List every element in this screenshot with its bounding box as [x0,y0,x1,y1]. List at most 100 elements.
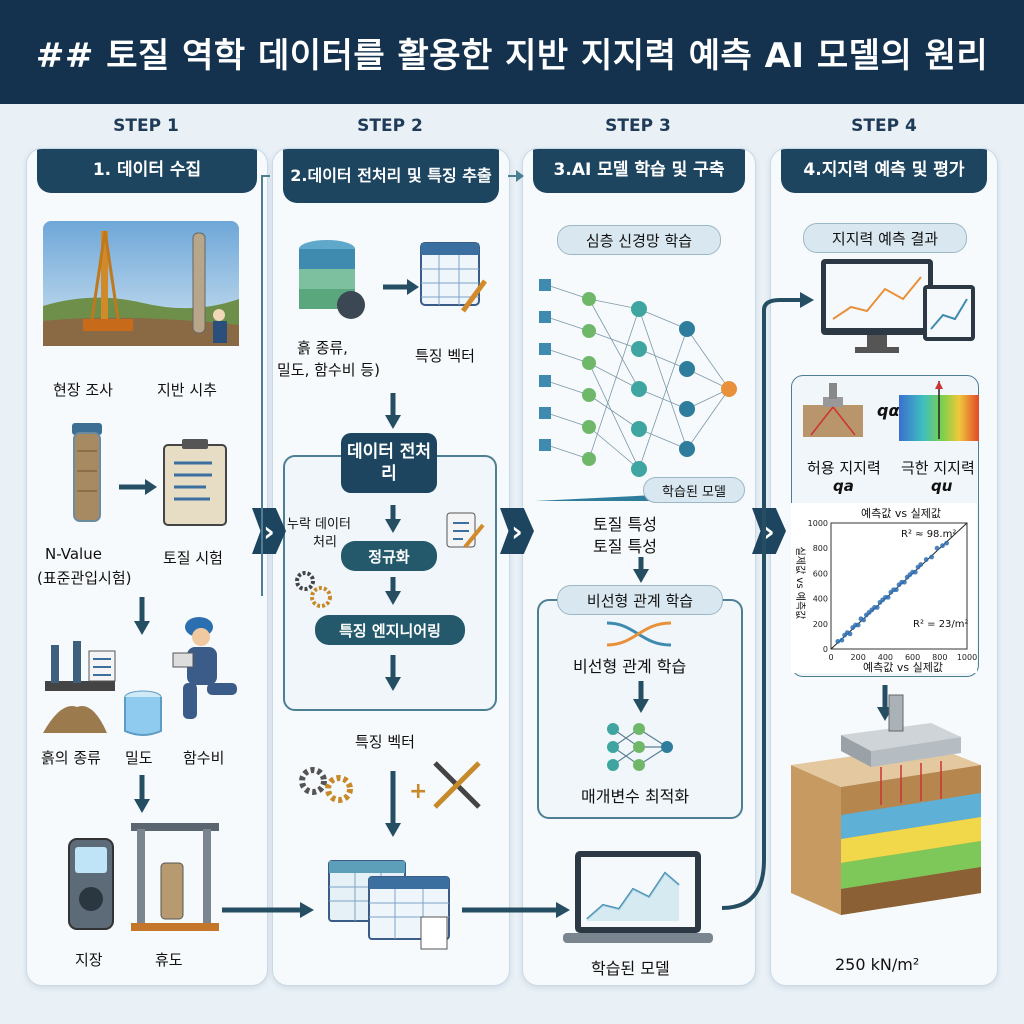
scatter-ylabel: 실제값 vs 예측값 [794,547,806,620]
trained-model-badge: 학습된 모델 [643,477,745,503]
small-network-icon [607,723,673,771]
water-container-icon [124,690,162,736]
scatter-point [847,631,853,637]
down-arrow-7 [385,771,401,837]
y-tick-label-1: 200 [813,620,828,629]
db-to-feature-arrow [383,279,419,295]
crossing-curves-icon [606,621,672,647]
neural-network-diagram [535,279,737,501]
step-4-label: STEP 4 [851,116,917,136]
qa-label: qa [833,477,854,495]
ultimate-bearing-label: 극한 지지력 [901,459,975,477]
scatter-point [929,554,935,560]
scatter-point [874,605,880,610]
heudo-label: 휴도 [155,951,183,969]
parameter-optimization-label: 매개변수 최적화 [581,787,690,806]
jijang-label: 지장 [75,951,103,969]
soil-characteristic-1: 토질 특성 [593,515,657,534]
column-model-training: 3.AI 모델 학습 및 구축 심층 신경망 학습 학습된 모델 토질 특성 토… [522,148,756,986]
scatter-point [902,579,907,585]
y-tick-label-4: 800 [813,544,828,553]
soil-sample-tube-icon [72,423,102,522]
soil-pile-icon [43,706,107,733]
scatter-point [839,637,845,643]
column-4-header: 4.지지력 예측 및 평가 [781,149,987,193]
field-survey-photo-icon [43,221,239,346]
scatter-point [934,545,940,551]
q-alpha-label: qα [877,401,900,420]
qu-label: qu [931,477,953,495]
feature-vector-bottom-label: 특징 벡터 [355,733,415,751]
lab-equipment-icon [45,641,116,691]
monitor-chart-icon [821,259,975,353]
preprocess-box [283,455,497,711]
nvalue-sub-label: (표준관입시험) [37,569,132,587]
step-2-label: STEP 2 [357,116,423,136]
down-arrow-3 [385,393,401,429]
feature-engineering-step: 특징 엔지니어링 [315,615,465,645]
digital-meter-icon [68,838,114,930]
final-bearing-value: 250 kN/m² [835,955,920,974]
x-tick-label-0: 0 [828,653,833,662]
column-data-collection: 1. 데이터 수집 현장 조사 지반 시추 N-Value (표준관입시험) 토… [26,148,268,986]
scatter-xlabel: 예측값 vs 실제값 [863,661,943,674]
loading-frame-icon [131,823,219,931]
r2-top-label: R² ≈ 98.m² [901,529,956,540]
x-tick-label-5: 1000 [957,653,977,662]
tube-to-test-arrow [119,479,157,495]
allowable-bearing-label: 허용 지지력 [807,459,881,477]
page-title: ## 토질 역학 데이터를 활용한 지반 지지력 예측 AI 모델의 원리 [35,35,989,76]
prediction-result-badge: 지지력 예측 결과 [803,223,967,253]
dnn-training-badge: 심층 신경망 학습 [557,225,721,255]
feature-tables-icon [328,860,450,950]
scatter-point [944,540,949,546]
scatter-plot-frame [830,522,968,650]
density-label: 밀도 [125,749,153,767]
clipboard-icon [163,439,227,526]
soil-type-label: 흙의 종류 [41,749,101,767]
x-tick-label-2: 400 [878,653,893,662]
nonlinear-header: 비선형 관계 학습 [557,585,723,615]
scatter-point [885,594,891,600]
laptop-chart-icon [563,851,713,943]
scatter-chart: 예측값 vs 실제값 예측값 vs 실제값 실제값 vs 예측값 R² ≈ 98… [791,503,977,674]
scatter-point [855,622,861,628]
r2-bottom-label: R² = 23/m² [913,619,969,630]
down-arrow-4 [385,505,401,533]
scatter-point [835,639,841,644]
worker-icon [172,617,237,719]
nonlinear-label: 비선형 관계 학습 [573,657,687,676]
gears-icon [299,767,353,803]
nvalue-label: N-Value [45,545,102,563]
down-arrow-2 [134,775,150,813]
tools-icon [433,761,481,809]
scatter-point [923,557,929,562]
database-icon [299,240,365,319]
gear-settings-icon [295,571,332,608]
column-1-header: 1. 데이터 수집 [37,149,257,193]
down-arrow-1 [134,597,150,635]
field-survey-label: 현장 조사 [53,381,113,399]
input-line-1: 흙 종류, [297,339,348,357]
page-header: ## 토질 역학 데이터를 활용한 지반 지지력 예측 AI 모델의 원리 [0,0,1024,104]
down-arrow-9 [633,681,649,713]
down-arrow-6 [385,655,401,691]
plus-sign: + [409,779,428,804]
feature-table-icon [420,242,488,313]
column-prediction: 4.지지력 예측 및 평가 지지력 예측 결과 qα 허용 지지력 qa 극한 … [770,148,998,986]
scatter-point [912,569,918,575]
y-tick-label-0: 0 [823,645,828,654]
column-2-header: 2.데이터 전처리 및 특징 추출 [283,149,499,203]
down-arrow-5 [385,577,401,605]
down-arrow-8 [633,557,649,583]
allowable-bearing-icon [803,383,863,437]
step-3-label: STEP 3 [605,116,671,136]
scatter-point [940,543,945,549]
normalize-step: 정규화 [341,541,437,571]
x-tick-label-4: 800 [932,653,947,662]
feature-vector-top-label: 특징 벡터 [415,347,475,365]
foundation-soil-block-icon [791,694,981,915]
scatter-point [893,587,899,593]
input-line-2: 밀도, 함수비 등) [277,361,380,379]
soil-characteristic-2: 토질 특성 [593,537,657,556]
